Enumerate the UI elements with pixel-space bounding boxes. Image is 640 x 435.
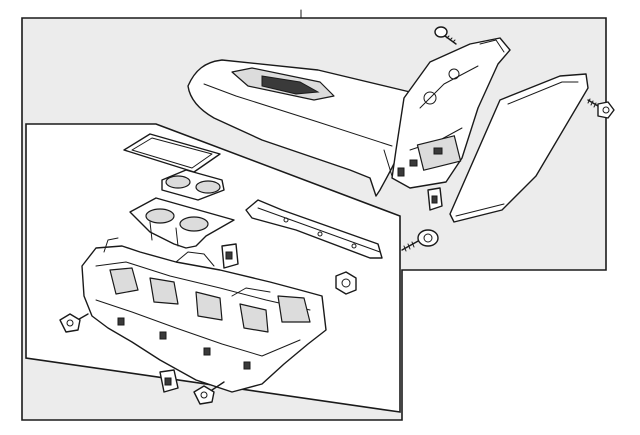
trim-strip bbox=[245, 199, 383, 259]
cup-holder-insert bbox=[161, 169, 225, 201]
storage-compartment-frame bbox=[391, 37, 511, 189]
nut bbox=[335, 271, 357, 295]
bolt-left bbox=[59, 313, 89, 333]
cup-holder-tray bbox=[129, 197, 235, 249]
bolt-right bbox=[587, 98, 615, 119]
bolt-lower bbox=[401, 229, 439, 252]
bolt-bottom bbox=[193, 381, 225, 405]
clip-middle bbox=[221, 243, 239, 269]
console-base bbox=[81, 237, 327, 393]
mat bbox=[123, 133, 221, 173]
clip-lower bbox=[159, 369, 179, 393]
console-trim-panel bbox=[187, 59, 411, 197]
side-panel bbox=[449, 73, 589, 223]
clip-upper bbox=[427, 187, 443, 211]
screw-top bbox=[434, 26, 457, 45]
